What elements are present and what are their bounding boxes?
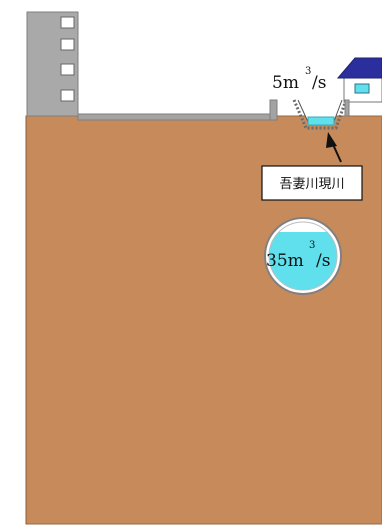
river-pointer-arrow [326,132,342,163]
river-name-box: 吾妻川現川 [261,165,363,201]
tunnel-water [269,232,337,290]
svg-text:35m: 35m [266,251,304,271]
tall-building [26,11,79,117]
svg-text:/s: /s [316,251,330,271]
retaining-wall [77,99,278,121]
river-name: 吾妻川現川 [279,177,344,192]
svg-text:5m: 5m [272,73,299,93]
house-window [354,83,370,94]
svg-text:3: 3 [309,240,315,251]
house-roof [336,57,382,79]
house [336,57,382,117]
existing-river-channel [292,99,348,130]
surface-flow-label: 5m 3 /s [272,66,326,93]
tunnel-flow-label: 35m 3 /s [266,240,330,271]
diversion-tunnel [264,217,342,295]
svg-text:3: 3 [305,66,311,77]
river-water [307,116,335,126]
svg-text:/s: /s [312,73,326,93]
